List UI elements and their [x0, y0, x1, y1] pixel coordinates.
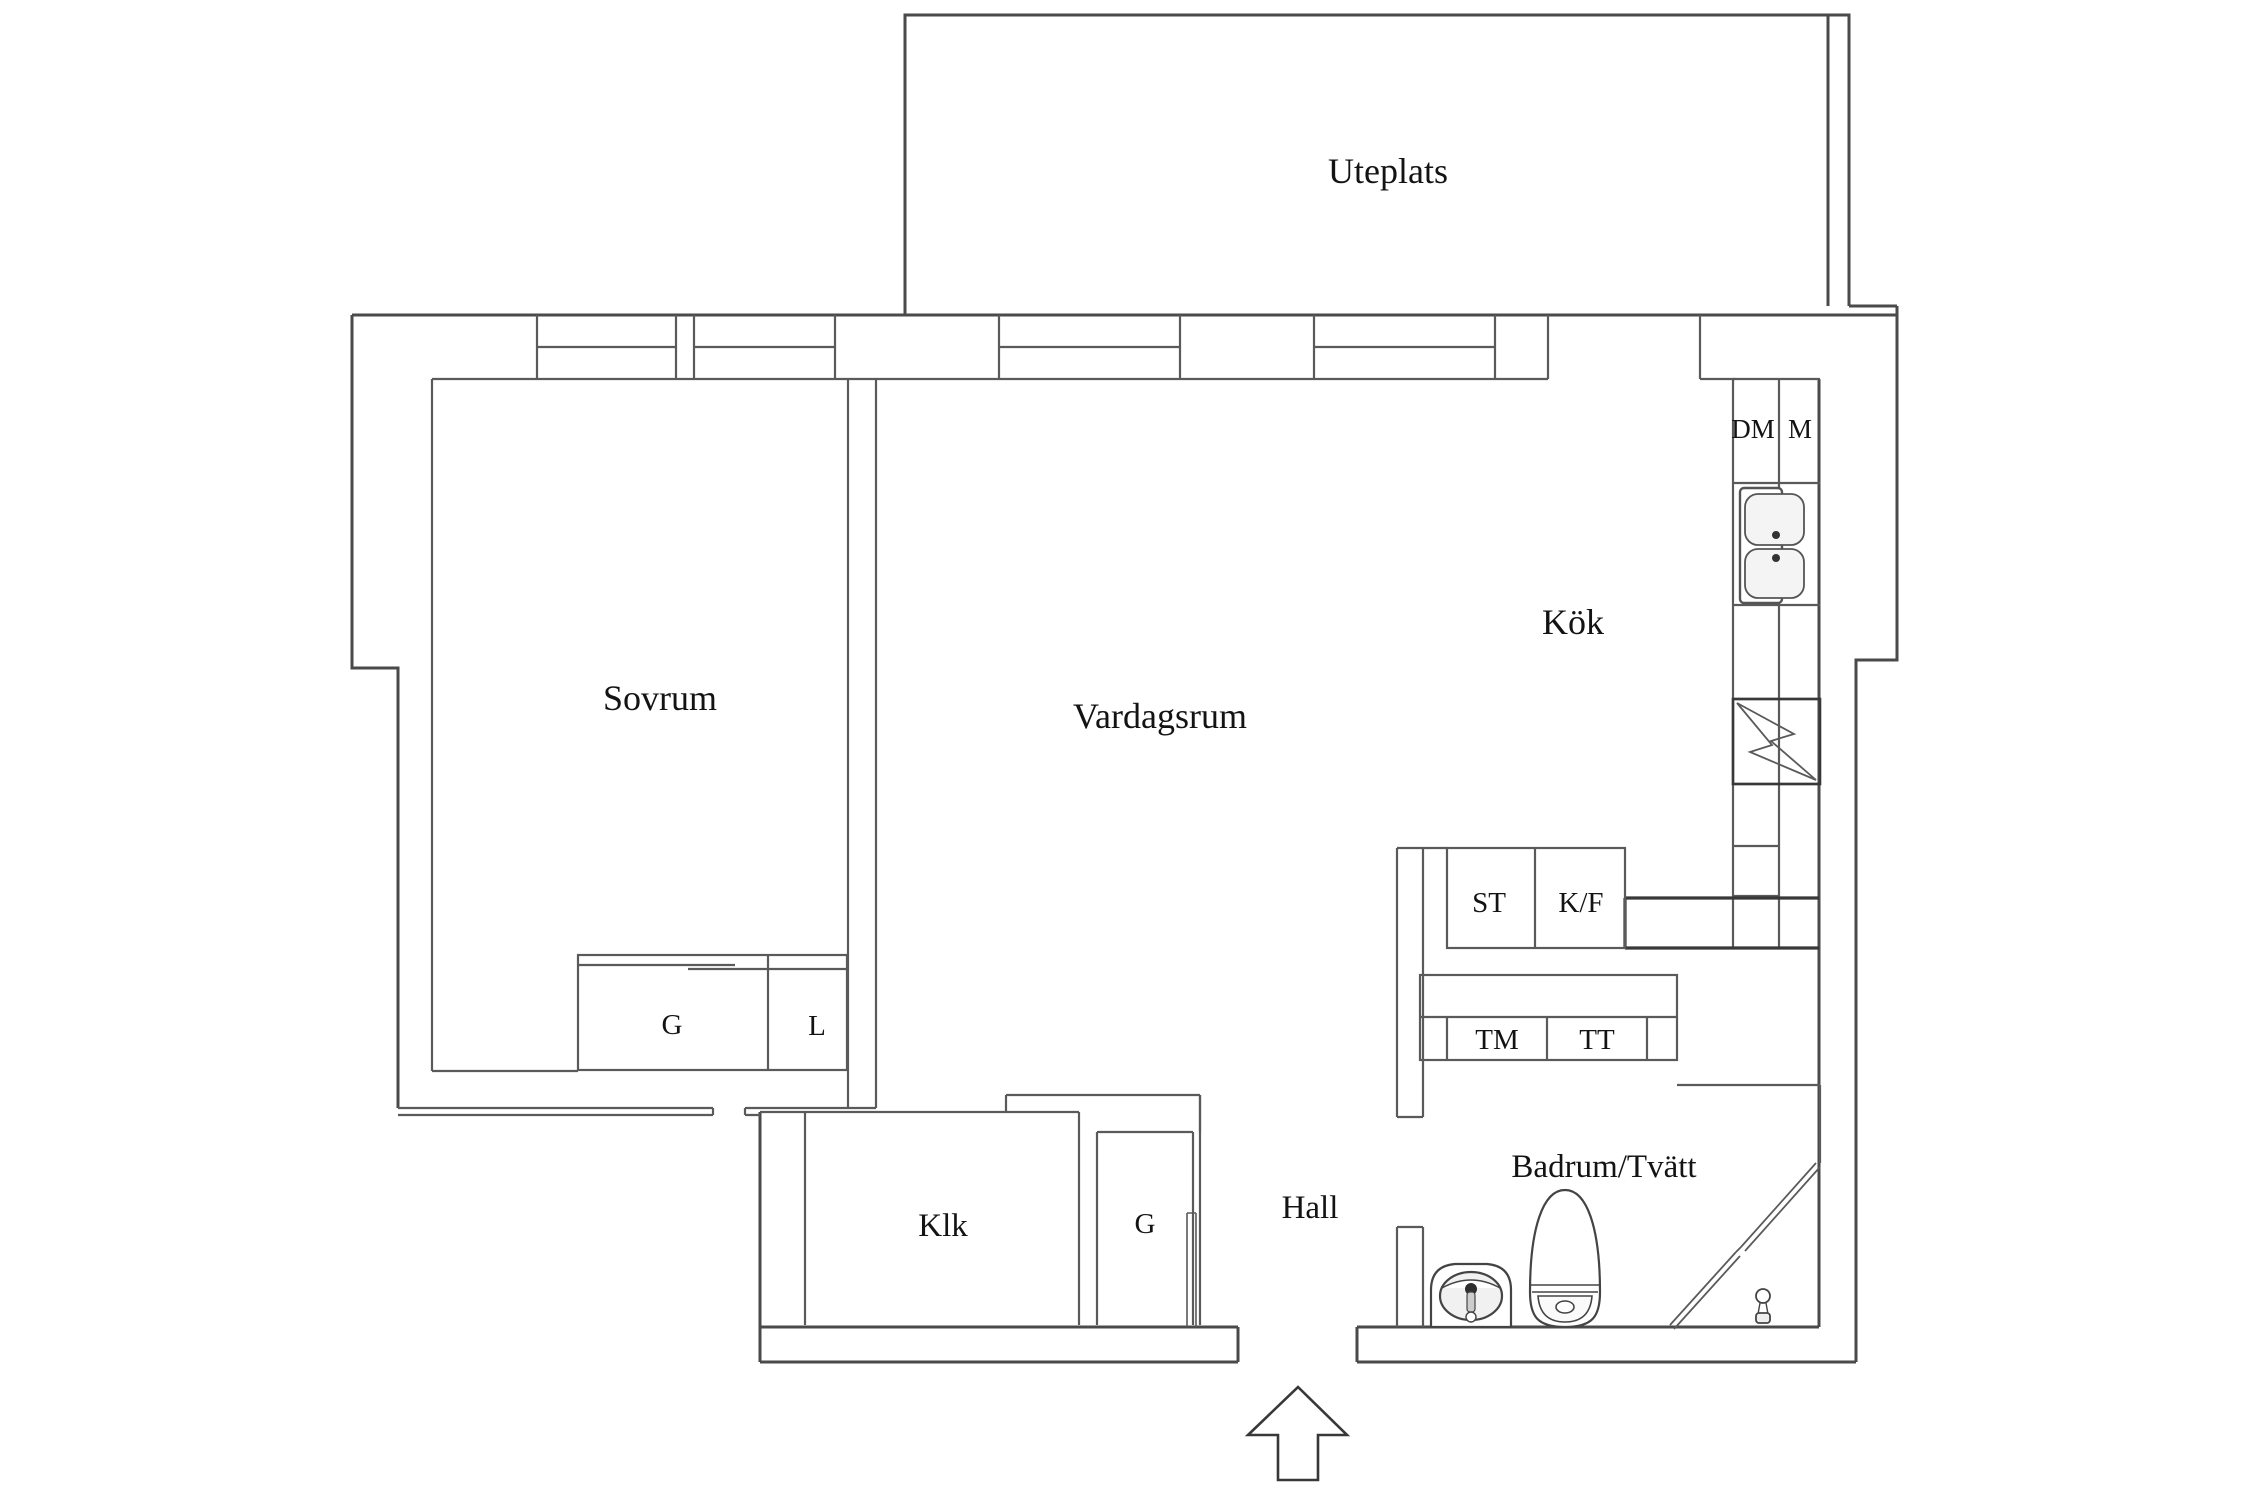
- pantry-fridge-cabinets: [1397, 846, 1627, 950]
- label-vardagsrum: Vardagsrum: [1073, 696, 1247, 736]
- door-swing-icon: [1669, 1162, 1821, 1330]
- shower-icon: [1755, 1288, 1771, 1324]
- label-wardrobe-g: G: [662, 1009, 683, 1041]
- entrance-arrow-icon: [1244, 1385, 1351, 1482]
- label-tt: TT: [1579, 1024, 1615, 1056]
- stove-icon: [1731, 697, 1822, 786]
- label-kf: K/F: [1558, 887, 1603, 919]
- label-m: M: [1788, 414, 1812, 444]
- label-linen-l: L: [808, 1010, 826, 1042]
- label-sovrum: Sovrum: [603, 678, 717, 718]
- label-dm: DM: [1731, 414, 1775, 444]
- interior-walls: [398, 377, 1822, 1327]
- label-hall-g: G: [1135, 1208, 1156, 1240]
- label-tm: TM: [1475, 1024, 1519, 1056]
- label-badrum: Badrum/Tvätt: [1511, 1149, 1696, 1185]
- label-st: ST: [1472, 887, 1506, 919]
- washbasin-icon: [1429, 1262, 1513, 1329]
- bedroom-wardrobes: [576, 953, 849, 1072]
- label-klk: Klk: [918, 1208, 968, 1244]
- room-labels: Uteplats Sovrum Vardagsrum Kök DM M ST K…: [603, 151, 1812, 1244]
- kitchen-counter: [1623, 377, 1820, 950]
- label-uteplats: Uteplats: [1328, 151, 1448, 191]
- toilet-icon: [1528, 1188, 1602, 1329]
- windows: [535, 315, 1702, 379]
- label-kok: Kök: [1542, 602, 1604, 642]
- laundry-unit: [1418, 973, 1679, 1062]
- patio-wall: [903, 13, 1897, 315]
- label-hall: Hall: [1282, 1190, 1339, 1226]
- kitchen-sink-icon: [1738, 486, 1805, 605]
